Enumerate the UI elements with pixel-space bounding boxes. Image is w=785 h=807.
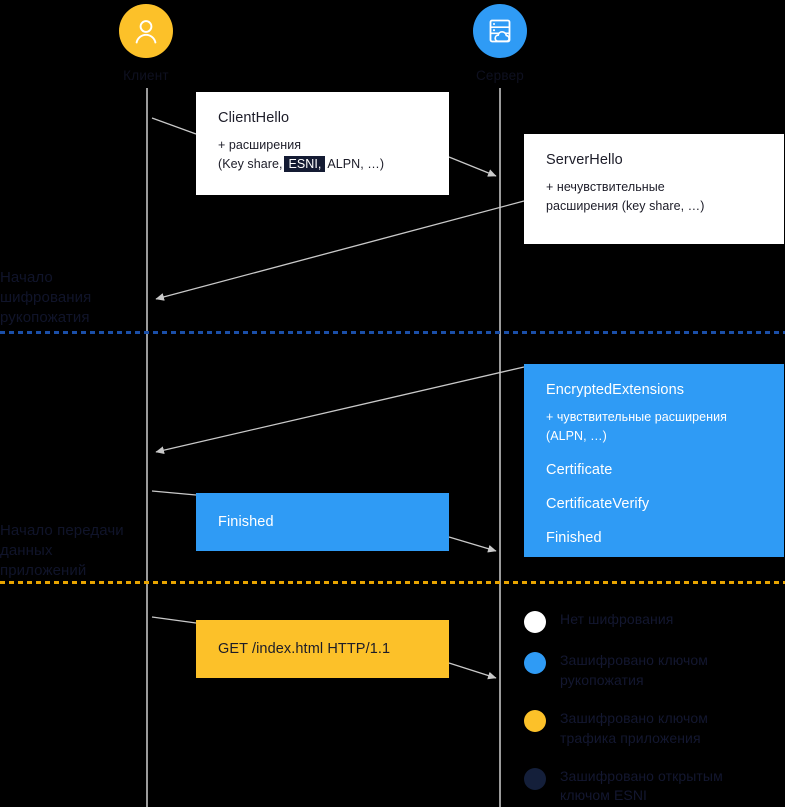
legend-dot-navy xyxy=(524,767,546,790)
client-hello-subtitle: + расширения (Key share,ESNI,ALPN, …) xyxy=(218,136,427,172)
arrow-httpget-tail xyxy=(151,616,197,624)
arrow-encryptedextensions-to-client xyxy=(155,366,525,454)
legend: Нет шифрования Зашифровано ключом рукопо… xyxy=(524,610,774,807)
phase-label-handshake-encryption-start: Начало шифрования рукопожатия xyxy=(0,269,92,326)
legend-label-app-traffic-key: Зашифровано ключом трафика приложения xyxy=(560,709,709,746)
esni-highlight-chip: ESNI, xyxy=(284,155,326,172)
arrow-finished-tail xyxy=(151,490,197,496)
encrypted-extensions-line-certificate: Certificate xyxy=(546,461,613,478)
legend-item-esni-public-key: Зашифровано открытым ключом ESNI xyxy=(524,767,774,807)
http-get-title: GET /index.html HTTP/1.1 xyxy=(218,641,391,658)
arrow-serverhello-to-client xyxy=(155,200,525,301)
legend-item-handshake-key: Зашифровано ключом рукопожатия xyxy=(524,651,774,691)
divider-handshake-encryption xyxy=(0,331,785,334)
encrypted-extensions-title: EncryptedExtensions xyxy=(546,382,685,398)
encrypted-extensions-line-finished: Finished xyxy=(546,530,602,547)
server-hello-subtitle: + нечувствительные расширения (key share… xyxy=(546,180,705,213)
message-box-server-hello[interactable]: ServerHello + нечувствительные расширени… xyxy=(524,134,784,244)
arrow-clienthello-to-server xyxy=(448,156,497,177)
legend-dot-white xyxy=(524,611,546,633)
legend-item-no-encryption: Нет шифрования xyxy=(524,610,774,633)
client-finished-title: Finished xyxy=(218,514,274,531)
message-box-encrypted-extensions[interactable]: EncryptedExtensions + чувствительные рас… xyxy=(524,364,784,557)
user-icon xyxy=(135,20,157,44)
message-box-client-finished[interactable]: Finished xyxy=(196,493,449,551)
client-hello-ext-before: (Key share, xyxy=(218,156,283,171)
legend-label-esni-public-key: Зашифровано открытым ключом ESNI xyxy=(560,767,723,804)
server-cloud-icon xyxy=(489,19,511,43)
legend-dot-gold xyxy=(524,709,546,732)
message-box-client-hello[interactable]: ClientHello + расширения (Key share,ESNI… xyxy=(196,92,449,195)
divider-application-data xyxy=(0,581,785,584)
server-hello-title: ServerHello xyxy=(546,152,623,168)
client-hello-title: ClientHello xyxy=(218,110,290,126)
encrypted-extensions-subtitle: + чувствительные расширения (ALPN, …) xyxy=(546,410,727,443)
legend-label-handshake-key: Зашифровано ключом рукопожатия xyxy=(560,652,709,688)
actor-client: Клиент xyxy=(86,4,206,83)
legend-label-no-encryption: Нет шифрования xyxy=(560,611,674,627)
client-lifeline xyxy=(146,88,148,807)
arrow-clienthello-tail xyxy=(151,117,197,135)
client-hello-ext-after: ALPN, …) xyxy=(327,156,385,171)
server-lifeline xyxy=(499,88,501,807)
legend-dot-blue xyxy=(524,652,546,674)
message-box-http-get[interactable]: GET /index.html HTTP/1.1 xyxy=(196,620,449,678)
encrypted-extensions-line-certificateverify: CertificateVerify xyxy=(546,496,650,513)
server-avatar xyxy=(473,4,527,58)
actor-server-label: Сервер xyxy=(475,68,524,83)
arrow-finished-to-server xyxy=(448,536,497,553)
phase-label-application-data-start: Начало передачи данных приложений xyxy=(0,522,124,579)
client-hello-ext-label: + расширения xyxy=(218,138,302,153)
actor-server: Сервер xyxy=(440,4,560,83)
client-avatar xyxy=(119,4,173,58)
actor-client-label: Клиент xyxy=(123,68,169,83)
arrow-httpget-to-server xyxy=(448,662,497,680)
legend-item-app-traffic-key: Зашифровано ключом трафика приложения xyxy=(524,709,774,749)
